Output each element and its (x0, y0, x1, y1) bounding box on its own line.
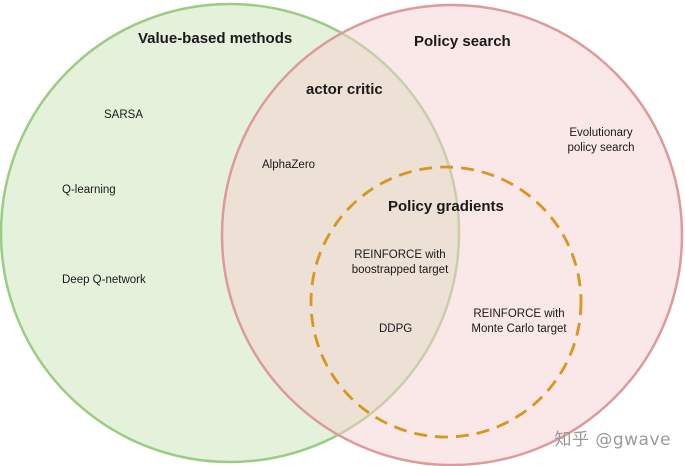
actor-critic-title: actor critic (306, 81, 383, 98)
item-evolutionary-policy-search: Evolutionary policy search (567, 127, 635, 154)
policy-gradients-title: Policy gradients (388, 198, 504, 215)
item-ddpg: DDPG (379, 323, 413, 335)
policy-gradients-circle (309, 165, 583, 439)
item-q-learning: Q-learning (62, 184, 116, 196)
item-reinforce-monte-carlo: REINFORCE with Monte Carlo target (471, 308, 567, 335)
item-alphazero: AlphaZero (262, 159, 316, 171)
policy-search-circle (220, 3, 684, 466)
item-sarsa: SARSA (104, 109, 143, 121)
item-deep-q-network: Deep Q-network (62, 274, 146, 286)
watermark-text: 知乎 @gwave (554, 430, 671, 450)
value-based-title: Value-based methods (138, 30, 293, 47)
item-reinforce-bootstrapped: REINFORCE with boostrapped target (351, 249, 449, 276)
policy-search-title: Policy search (414, 33, 511, 50)
